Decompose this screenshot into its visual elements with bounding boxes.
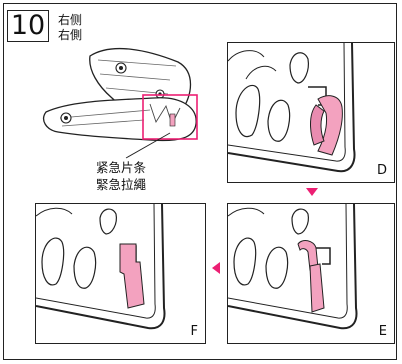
callout-label-simplified: 紧急片条 [96,160,147,175]
panel-e-illustration [228,204,358,330]
panel-e-label: E [378,324,387,339]
panel-e: E [227,203,395,344]
callout-label-traditional: 緊急拉繩 [96,177,147,192]
panel-d-illustration [228,43,356,173]
panel-f-illustration [36,204,166,330]
side-label-traditional: 右側 [58,28,83,42]
step-number: 10 [7,10,49,42]
arrow-down-icon [306,188,318,196]
panel-f: F [35,203,206,344]
side-label-simplified: 右侧 [58,13,83,27]
panel-d: D [227,42,395,183]
panel-f-label: F [190,324,198,339]
instruction-frame [3,3,397,360]
panel-d-label: D [376,163,387,178]
arrow-left-icon [212,262,220,274]
